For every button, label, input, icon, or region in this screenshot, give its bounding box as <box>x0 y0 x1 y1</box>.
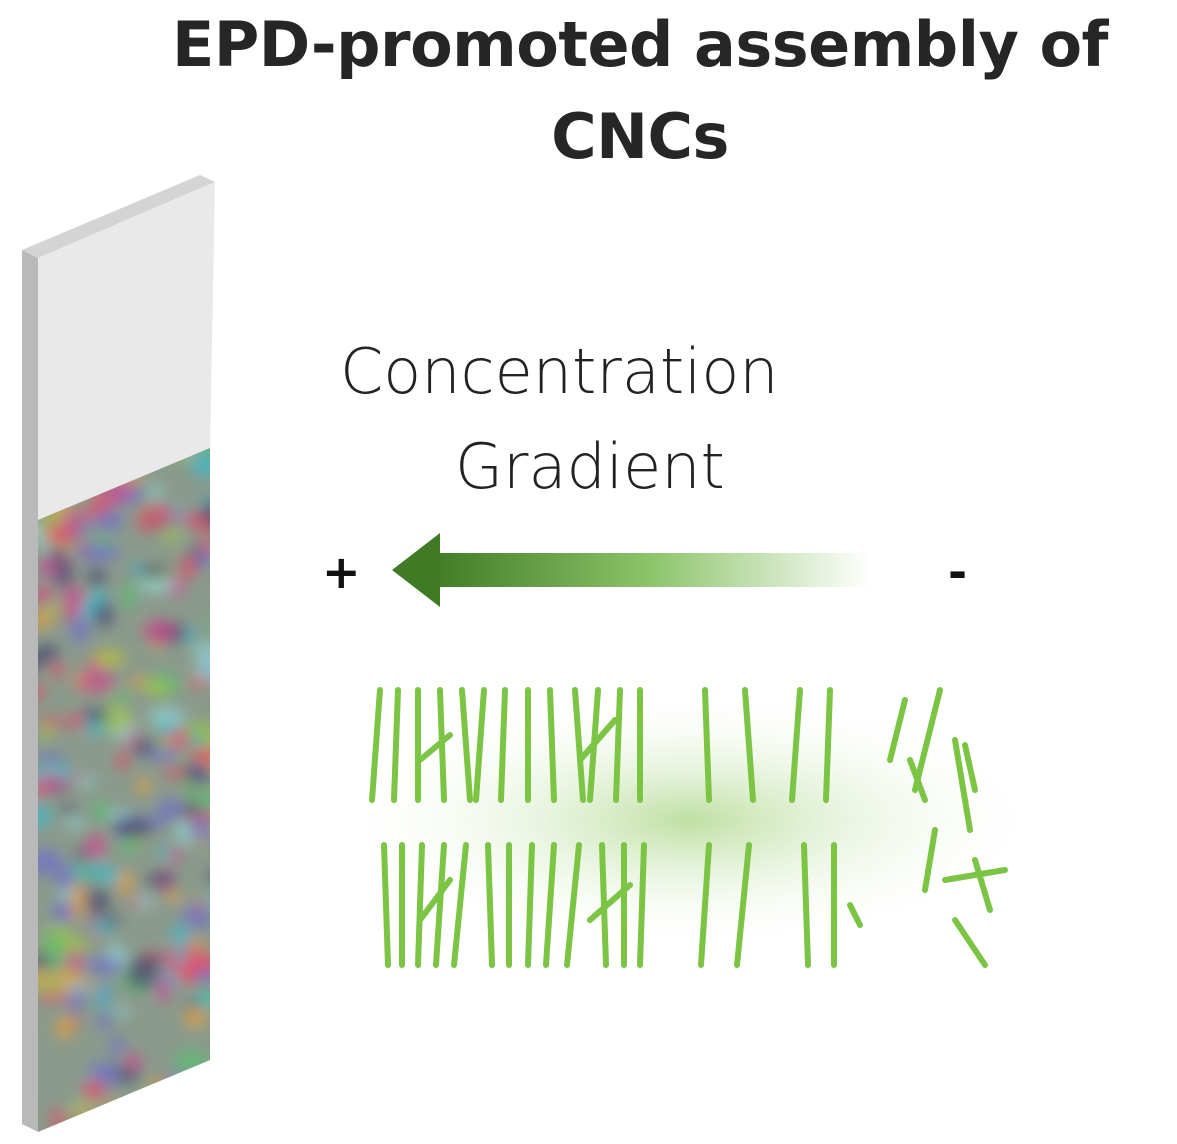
cnc-rod <box>547 687 557 803</box>
cnc-rod <box>459 687 473 803</box>
cnc-rod <box>417 877 453 923</box>
cnc-rods <box>369 687 1008 968</box>
cnc-rod <box>922 827 938 893</box>
cnc-rod <box>801 842 811 968</box>
cnc-rod <box>415 842 425 968</box>
title-line-2: CNCs <box>551 100 729 173</box>
cnc-rod <box>742 687 756 803</box>
cnc-rod <box>369 687 383 803</box>
cnc-rod <box>962 742 978 793</box>
negative-electrode-sign: - <box>948 545 968 599</box>
positive-electrode-sign: + <box>322 545 361 599</box>
cnc-rod <box>912 687 943 793</box>
cnc-rod <box>789 687 803 803</box>
cnc-rod <box>417 732 453 763</box>
gradient-label-line-1: Concentration <box>340 335 779 408</box>
cnc-rod <box>613 687 623 803</box>
cnc-rod <box>485 842 495 968</box>
cnc-rod <box>698 842 712 968</box>
cnc-rod <box>498 687 508 803</box>
birefringent-film-texture <box>38 448 210 1132</box>
cnc-rod <box>887 697 908 763</box>
cnc-rod <box>577 717 618 763</box>
gradient-label-line-2: Gradient <box>455 430 725 503</box>
cnc-rod <box>847 902 863 928</box>
cnc-rod <box>525 842 535 968</box>
cnc-rod <box>952 737 973 833</box>
cnc-rod <box>572 687 586 803</box>
cnc-rod <box>637 842 647 968</box>
title-line-1: EPD-promoted assembly of <box>171 8 1109 81</box>
cnc-rod <box>564 842 582 968</box>
cnc-rod <box>972 857 993 913</box>
electrode-slab <box>22 175 215 1132</box>
cnc-rod <box>473 687 487 803</box>
cnc-rod <box>433 842 447 968</box>
concentration-arrow <box>392 533 870 607</box>
cnc-rod <box>381 842 391 968</box>
cnc-rod <box>702 687 712 803</box>
cnc-rod <box>942 867 1008 883</box>
cnc-rod <box>391 687 401 803</box>
cnc-rod <box>587 882 633 923</box>
cnc-rod <box>907 757 928 803</box>
cnc-rod <box>734 842 752 968</box>
cnc-rod <box>451 842 469 968</box>
cnc-rod <box>952 917 988 968</box>
cnc-rod <box>823 687 833 803</box>
cnc-rod <box>543 842 557 968</box>
